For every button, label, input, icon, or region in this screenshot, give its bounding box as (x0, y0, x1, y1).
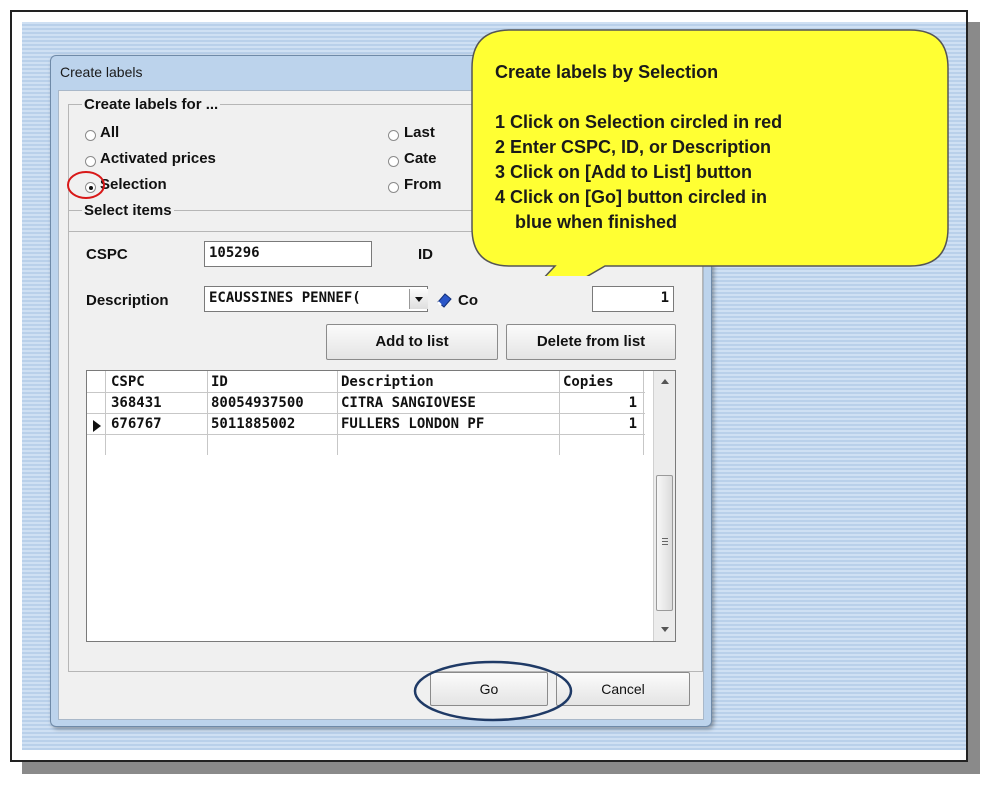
radio-last-label: Last (404, 124, 435, 141)
column-header-id[interactable]: ID (211, 374, 228, 390)
grid-divider (87, 413, 645, 414)
callout-title: Create labels by Selection (495, 62, 719, 82)
scroll-down-arrow-icon[interactable] (659, 626, 671, 634)
copies-input[interactable]: 1 (592, 286, 674, 312)
cell-description[interactable]: CITRA SANGIOVESE (341, 395, 476, 411)
callout-step: 2 Enter CSPC, ID, or Description (495, 137, 772, 157)
red-highlight-circle (67, 171, 105, 199)
column-header-copies[interactable]: Copies (563, 374, 614, 390)
scroll-thumb[interactable] (656, 475, 673, 611)
radio-from-label: From (404, 176, 442, 193)
dialog-title: Create labels (60, 64, 143, 80)
go-button[interactable]: Go (430, 672, 548, 706)
cell-copies[interactable]: 1 (628, 395, 637, 411)
items-grid[interactable]: CSPC ID Description Copies 368431 800549… (86, 370, 676, 642)
current-row-indicator-icon (93, 420, 101, 432)
cell-cspc[interactable]: 676767 (111, 416, 162, 432)
select-items-group (68, 210, 703, 672)
radio-all-label: All (100, 124, 120, 141)
scroll-up-arrow-icon[interactable] (659, 377, 671, 385)
description-dropdown-button[interactable] (409, 289, 428, 309)
description-label: Description (86, 292, 169, 309)
cell-copies[interactable]: 1 (628, 416, 637, 432)
eraser-icon[interactable] (434, 288, 454, 310)
callout-bubble (471, 29, 949, 276)
select-items-title: Select items (82, 202, 174, 219)
cell-description[interactable]: FULLERS LONDON PF (341, 416, 485, 432)
grid-divider (87, 392, 645, 393)
cspc-input[interactable]: 105296 (204, 241, 372, 267)
copies-label-partial: Co (458, 292, 478, 309)
cell-id[interactable]: 80054937500 (211, 395, 304, 411)
blue-highlight-circle (413, 660, 573, 722)
callout-step: blue when finished (515, 212, 678, 232)
column-header-description[interactable]: Description (341, 374, 434, 390)
cancel-button[interactable]: Cancel (556, 672, 690, 706)
radio-last[interactable] (388, 130, 399, 141)
radio-all[interactable] (85, 130, 96, 141)
description-combobox[interactable]: ECAUSSINES PENNEF( (204, 286, 428, 312)
grid-divider (87, 434, 645, 435)
callout-content: Create labels by Selection 1 Click on Se… (495, 60, 945, 235)
radio-category-label: Cate (404, 150, 437, 167)
radio-selection[interactable] (85, 182, 96, 193)
id-label: ID (418, 246, 433, 263)
column-header-cspc[interactable]: CSPC (111, 374, 145, 390)
callout-step: 4 Click on [Go] button circled in (495, 187, 768, 207)
chevron-down-icon (415, 297, 423, 302)
delete-from-list-button[interactable]: Delete from list (506, 324, 676, 360)
callout-step: 3 Click on [Add to List] button (495, 162, 752, 182)
radio-category[interactable] (388, 156, 399, 167)
radio-selection-label: Selection (100, 176, 167, 193)
grid-scrollbar[interactable] (653, 371, 675, 641)
radio-activated-prices-label: Activated prices (100, 150, 216, 167)
cspc-label: CSPC (86, 246, 128, 263)
radio-from[interactable] (388, 182, 399, 193)
create-labels-for-title: Create labels for ... (82, 96, 221, 113)
add-to-list-button[interactable]: Add to list (326, 324, 498, 360)
radio-activated-prices[interactable] (85, 156, 96, 167)
callout-step: 1 Click on Selection circled in red (495, 112, 783, 132)
cell-id[interactable]: 5011885002 (211, 416, 296, 432)
cell-cspc[interactable]: 368431 (111, 395, 162, 411)
